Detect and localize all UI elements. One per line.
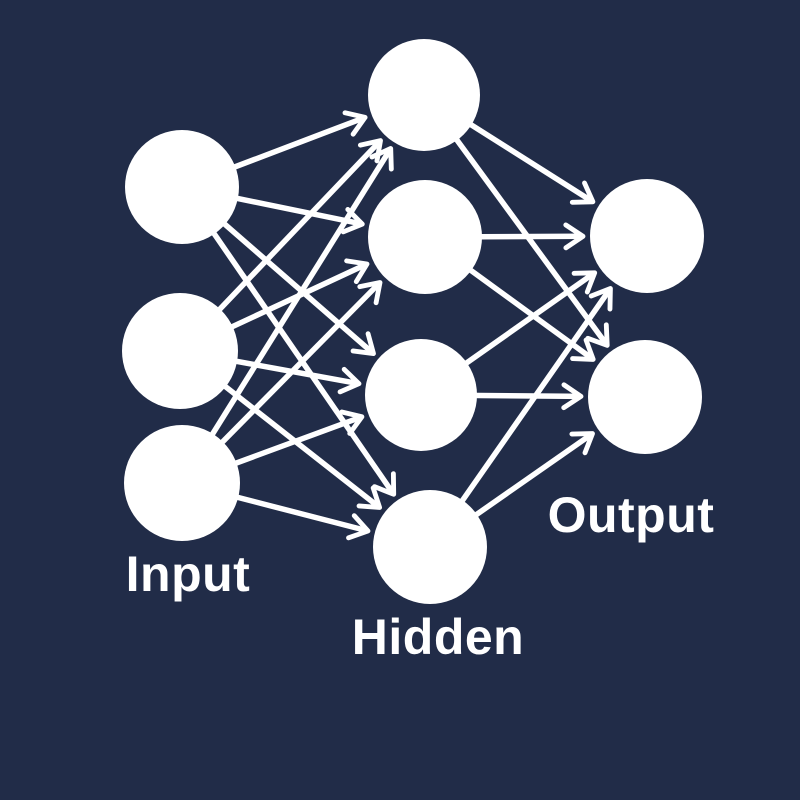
node-h1 [368,39,480,151]
node-h3 [365,339,477,451]
edge-group [178,92,613,550]
edge-i1-h4 [179,185,397,497]
node-h2 [368,180,482,294]
node-h4 [373,490,487,604]
hidden-layer-label: Hidden [351,609,525,665]
output-layer-label: Output [547,487,715,543]
node-i1 [125,130,239,244]
node-i2 [122,293,238,409]
node-i3 [124,425,240,541]
edge-i3-h1 [179,146,394,485]
node-o1 [590,179,704,293]
node-group [122,39,704,604]
input-layer-label: Input [125,546,251,602]
node-o2 [588,340,702,454]
